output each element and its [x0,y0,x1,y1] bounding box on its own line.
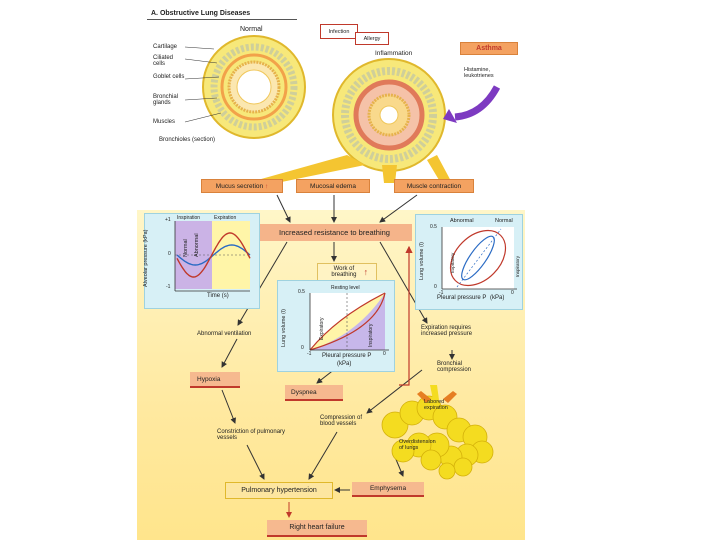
abnormal-loop [449,229,507,287]
lungs-drawing [381,385,494,480]
label-ciliated: Ciliated cells [153,55,174,68]
normal-curve [176,244,251,266]
left-ytick-2: 0 [168,251,171,257]
title-underline [147,19,297,20]
abnormal-curve [176,232,251,278]
effect-mucus: Mucus secretion ↑ [201,179,283,193]
left-ytick-1: +1 [165,217,171,223]
mid-ytick-1: 0.5 [298,289,305,295]
effect-edema: Mucosal edema [296,179,370,193]
expiration-pressure: Expiration requires increased pressure [421,325,473,338]
inflammation-label: Inflammation [375,50,413,57]
central-box: Increased resistance to breathing [257,224,412,241]
left-phase-insp: Inspiration [177,215,201,221]
mid-chart [309,292,389,351]
effect-muscle: Muscle contraction [394,179,474,193]
mid-xtick-2: 0 [383,351,386,357]
constriction-vessels: Constriction of pulmonary vessels [217,429,286,442]
dyspnea-box: Dyspnea [285,385,343,401]
infection-box: Infection [320,24,358,39]
bronchial-compression: Bronchial compression [437,361,472,374]
right-xtick-1: -1 [439,290,444,296]
figure-title: A. Obstructive Lung Diseases [151,10,251,17]
mid-xtick-1: -1 [307,351,312,357]
left-chart-xlabel: Time (s) [207,293,229,299]
left-chart [174,221,251,292]
labored-expiration: Labored expiration [424,399,448,411]
mid-ytick-2: 0 [301,345,304,351]
pulm-hypertension-box: Pulmonary hypertension [225,482,333,499]
right-chart [441,227,517,290]
right-chart-xlabel: Pleural pressure P [437,295,487,301]
left-phase-exp: Expiration [214,215,237,221]
left-ytick-3: -1 [166,284,171,290]
right-ytick-1: 0.5 [430,224,437,230]
label-goblet: Goblet cells [153,74,185,80]
work-up-arrow: ↑ [363,267,369,277]
normal-bronchiole-drawing [184,35,501,187]
label-section: Bronchioles (section) [159,137,216,143]
right-ytick-2: 0 [434,284,437,290]
mid-top-label: Resting level [331,285,360,291]
hypoxia-box: Hypoxia [190,372,240,388]
right-series-abnormal: Abnormal [450,218,474,224]
heart-failure-box: Right heart failure [267,520,367,537]
allergy-box: Allergy [355,32,389,45]
mid-chart-xunit: (kPa) [337,361,352,367]
asthma-box: Asthma [460,42,518,55]
right-xtick-2: 0 [511,290,514,296]
right-series-normal: Normal [495,218,513,224]
mid-chart-xlabel: Pleural pressure P [322,353,372,359]
right-chart-xunit: (kPa) [490,295,505,301]
mediators-label: Histamine, leukotrienes [464,67,494,79]
work-label: Work of breathing [331,266,357,278]
mucus-up-arrow: ↑ [264,182,269,190]
emphysema-box: Emphysema [352,482,424,497]
mid-exp-area [310,293,385,350]
label-cartilage: Cartilage [153,44,178,50]
overdistension: Overdistension of lungs [399,439,436,451]
normal-label: Normal [240,26,263,33]
label-muscles: Muscles [153,119,176,125]
label-glands: Bronchial glands [153,94,179,107]
abnormal-ventilation: Abnormal ventilation [197,331,252,337]
effect-mucus-label: Mucus secretion [215,182,264,190]
compression-vessels: Compression of blood vessels [320,415,363,428]
figure-page: A. Obstructive Lung Diseases Normal Cart… [137,5,525,540]
